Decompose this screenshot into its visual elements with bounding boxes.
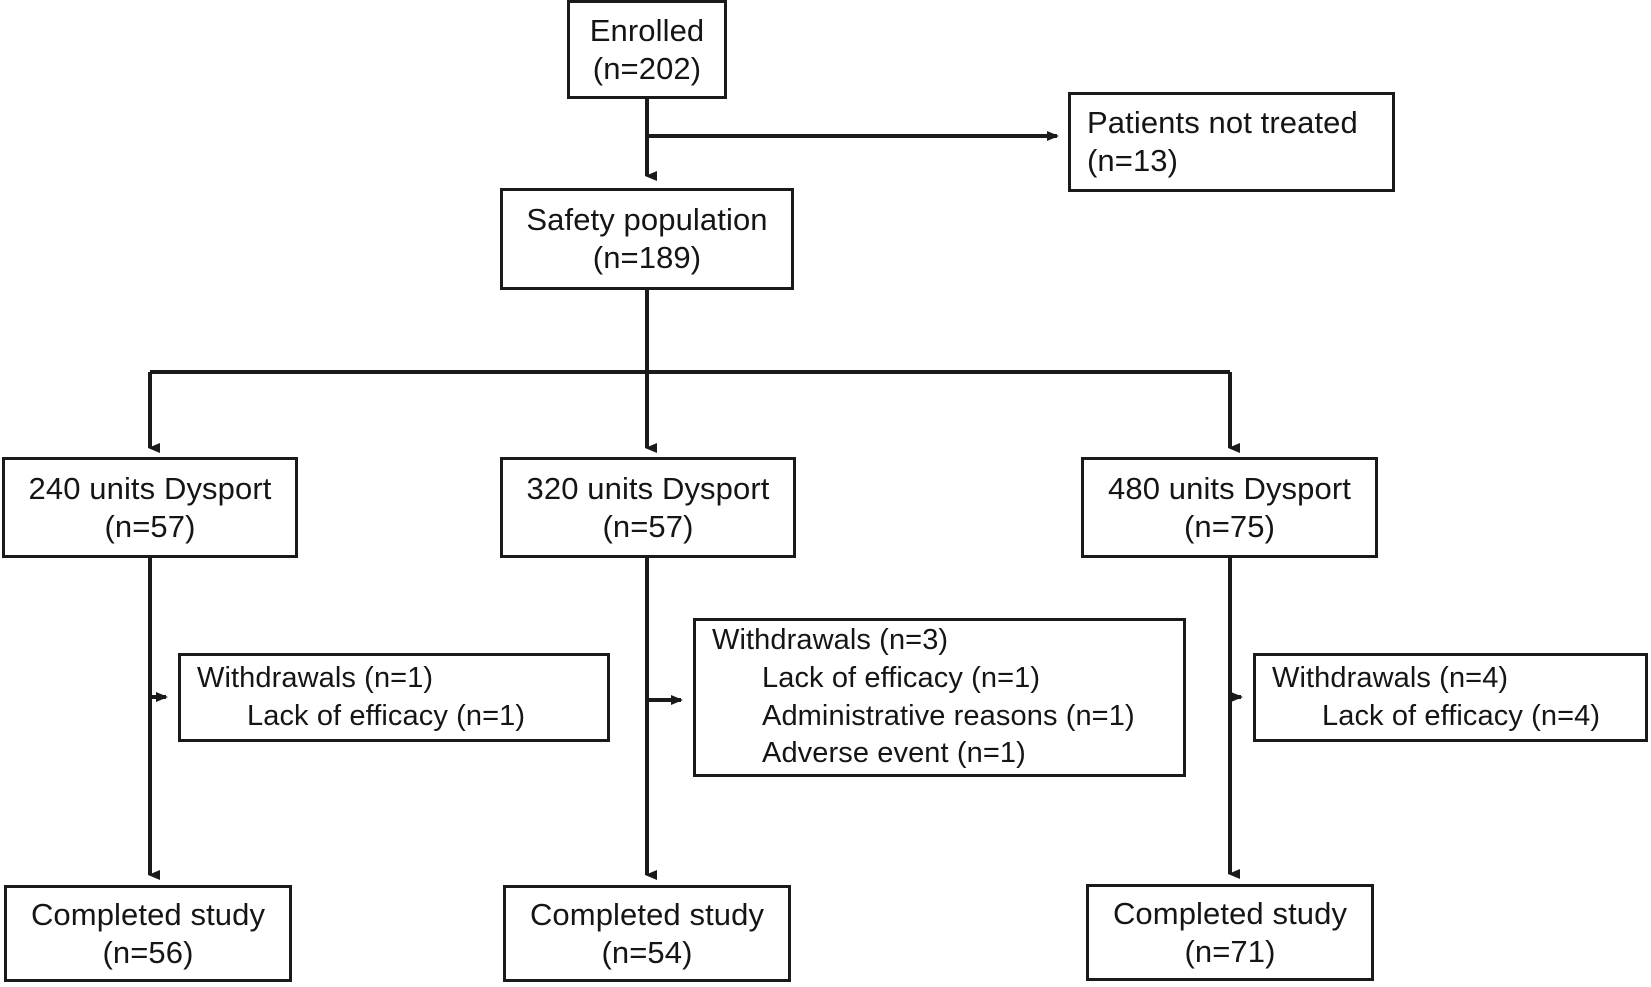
node-withdrawals-320-line4: Adverse event (n=1)	[762, 737, 1026, 770]
node-patients-not-treated-line1: Patients not treated	[1087, 105, 1358, 141]
node-withdrawals-240: Withdrawals (n=1) Lack of efficacy (n=1)	[178, 653, 610, 742]
node-completed-320: Completed study (n=54)	[503, 885, 791, 982]
node-completed-320-line1: Completed study	[529, 896, 765, 932]
node-safety-population: Safety population (n=189)	[500, 188, 794, 290]
node-completed-240-line2: (n=56)	[102, 934, 194, 970]
node-withdrawals-320-line2: Lack of efficacy (n=1)	[762, 661, 1041, 694]
node-withdrawals-480: Withdrawals (n=4) Lack of efficacy (n=4)	[1253, 653, 1648, 742]
node-arm-320-units: 320 units Dysport (n=57)	[500, 457, 796, 558]
node-completed-240-line1: Completed study	[30, 896, 266, 932]
node-enrolled-line1: Enrolled	[589, 12, 705, 48]
node-patients-not-treated: Patients not treated (n=13)	[1068, 92, 1395, 192]
node-arm-240-units: 240 units Dysport (n=57)	[2, 457, 298, 558]
node-completed-320-line2: (n=54)	[601, 934, 693, 970]
node-completed-240: Completed study (n=56)	[4, 885, 292, 982]
node-arm-320-units-line1: 320 units Dysport	[526, 470, 770, 506]
node-withdrawals-320-line1: Withdrawals (n=3)	[712, 624, 949, 657]
node-arm-240-units-line1: 240 units Dysport	[28, 470, 272, 506]
node-withdrawals-480-line2: Lack of efficacy (n=4)	[1322, 699, 1601, 732]
node-arm-480-units-line2: (n=75)	[1183, 508, 1276, 544]
node-withdrawals-480-line1: Withdrawals (n=4)	[1272, 661, 1509, 694]
node-safety-population-line2: (n=189)	[592, 240, 702, 275]
node-arm-320-units-line2: (n=57)	[602, 508, 694, 544]
node-enrolled: Enrolled (n=202)	[567, 0, 727, 99]
node-withdrawals-320-line3: Administrative reasons (n=1)	[762, 699, 1135, 732]
node-patients-not-treated-line2: (n=13)	[1087, 143, 1179, 178]
node-arm-480-units: 480 units Dysport (n=75)	[1081, 457, 1378, 558]
node-enrolled-line2: (n=202)	[592, 50, 702, 86]
node-withdrawals-240-line2: Lack of efficacy (n=1)	[247, 699, 526, 732]
node-arm-240-units-line2: (n=57)	[104, 508, 196, 544]
node-completed-480-line2: (n=71)	[1184, 933, 1276, 969]
node-withdrawals-240-line1: Withdrawals (n=1)	[197, 661, 434, 694]
node-withdrawals-320: Withdrawals (n=3) Lack of efficacy (n=1)…	[693, 618, 1186, 777]
node-arm-480-units-line1: 480 units Dysport	[1108, 470, 1351, 506]
node-completed-480-line1: Completed study	[1112, 895, 1348, 931]
node-safety-population-line1: Safety population	[526, 202, 768, 238]
node-completed-480: Completed study (n=71)	[1086, 884, 1374, 981]
